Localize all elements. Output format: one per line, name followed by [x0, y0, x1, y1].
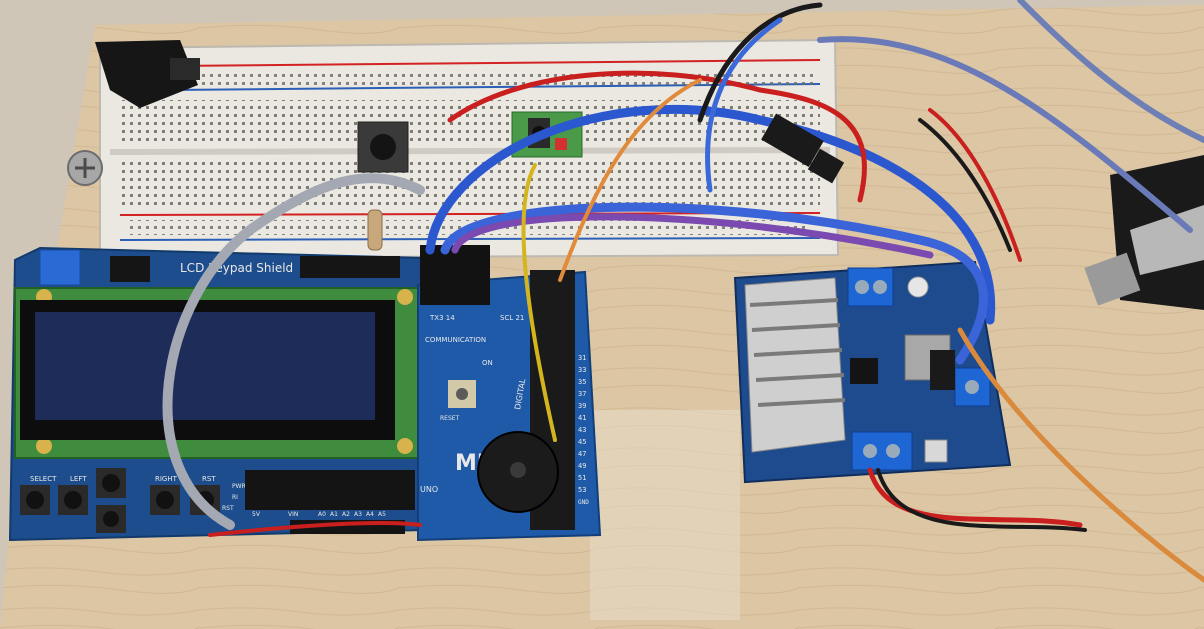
label-a5: A5	[378, 511, 386, 518]
red-wire-bottom	[867, 467, 1083, 528]
grey-wire	[162, 173, 425, 530]
button-label-left: LEFT	[70, 475, 87, 483]
black-wire	[697, 2, 823, 123]
label-digital-33: 33	[578, 366, 586, 374]
button-label-right: RIGHT	[155, 475, 178, 483]
blue-wire-bundle-2	[440, 202, 988, 365]
heatsink	[744, 277, 846, 453]
label-digital-31: 31	[578, 354, 586, 362]
label-scl: SCL 21	[500, 314, 524, 322]
dc-barrel-jack	[95, 40, 200, 108]
tactile-button	[357, 121, 409, 173]
terminal-block-bottom	[851, 431, 913, 471]
label-communication: COMMUNICATION	[425, 336, 486, 344]
keypad-buttons	[20, 468, 220, 533]
label-digital-41: 41	[578, 414, 586, 422]
label-digital-49: 49	[578, 462, 586, 470]
yellow-wire	[521, 163, 557, 442]
label-5v: 5V	[252, 511, 261, 518]
label-a2: A2	[342, 511, 350, 518]
lcd-keypad-shield: LCD Keypad Shield SELECT LEFT RIGHT RST …	[8, 246, 426, 542]
button-label-rst: RST	[202, 475, 216, 483]
label-digital-47: 47	[578, 450, 586, 458]
label-uno: UNO	[420, 485, 438, 494]
jumper-connector	[930, 350, 955, 390]
label-rst-small: RST	[222, 505, 234, 512]
dupont-connector	[761, 113, 824, 167]
label-gnd: GND	[578, 499, 589, 506]
label-digital-35: 35	[578, 378, 586, 386]
label-ri: RI	[232, 494, 238, 501]
label-on: ON	[482, 359, 493, 367]
shield-label: LCD Keypad Shield	[180, 261, 293, 275]
motor-driver	[733, 260, 1012, 484]
potentiometer	[39, 249, 81, 286]
regulator	[850, 358, 878, 384]
piezo-buzzer	[477, 431, 559, 513]
label-a0: A0	[318, 511, 326, 518]
label-digital-43: 43	[578, 426, 586, 434]
wires	[162, 0, 1204, 583]
label-reset: RESET	[440, 415, 460, 422]
button-label-select: SELECT	[30, 475, 57, 483]
tape-strip	[590, 410, 740, 620]
label-digital-39: 39	[578, 402, 586, 410]
capacitor	[907, 276, 929, 298]
label-a1: A1	[330, 511, 338, 518]
label-digital-53: 53	[578, 486, 586, 494]
breadboard-red-rail	[169, 59, 821, 67]
mega-header-block	[420, 245, 490, 305]
blue-wire-bundle-1	[425, 104, 996, 325]
label-tx3: TX3 14	[429, 314, 455, 322]
label-a3: A3	[354, 511, 362, 518]
orange-wire	[558, 78, 702, 282]
label-pwr: PWR	[232, 483, 246, 490]
label-digital-45: 45	[578, 438, 586, 446]
blue-wire-long	[817, 36, 1193, 233]
purple-wire	[451, 213, 934, 259]
lcd-screen	[35, 312, 375, 420]
resistor	[367, 209, 383, 251]
label-a4: A4	[366, 511, 374, 518]
label-digital-51: 51	[578, 474, 586, 482]
label-vin: VIN	[288, 511, 298, 518]
label-digital-37: 37	[578, 390, 586, 398]
orange-wire-right	[957, 327, 1204, 583]
